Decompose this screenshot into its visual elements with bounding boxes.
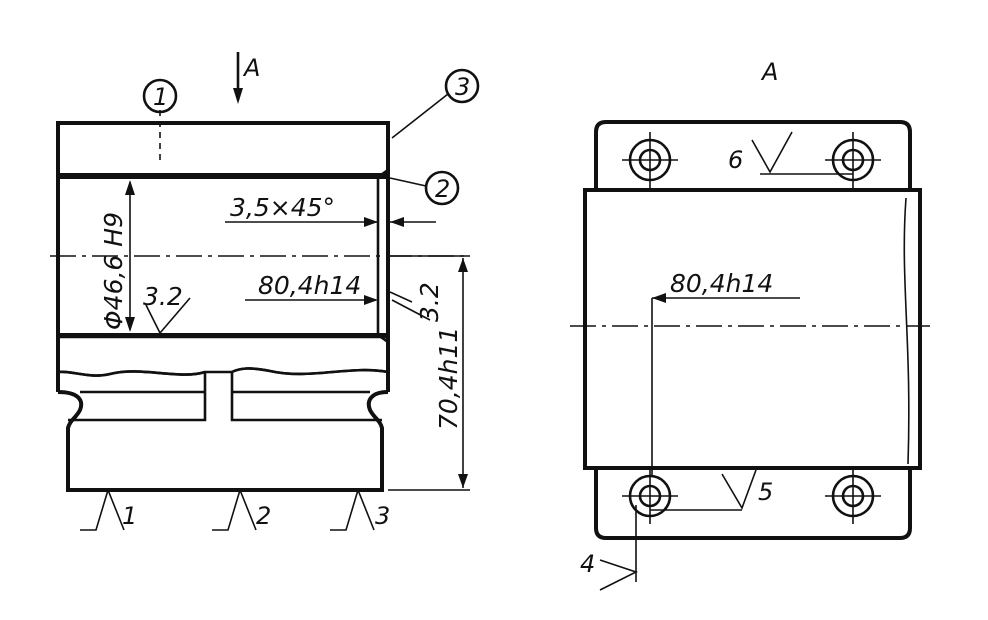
balloon-2 (424, 170, 460, 206)
body (583, 188, 922, 470)
surface-mark-1: 1 (80, 487, 137, 531)
diameter-dimension: Φ46,6 H9 (99, 212, 128, 330)
bore-roughness: 3.2 (143, 282, 183, 311)
svg-text:3: 3 (455, 73, 470, 101)
view-a: A (570, 58, 930, 591)
svg-text:3: 3 (375, 502, 390, 530)
surface-mark-2: 2 (212, 487, 271, 531)
svg-text:5: 5 (758, 478, 773, 506)
svg-text:4: 4 (580, 550, 595, 578)
svg-text:1: 1 (153, 83, 168, 111)
length-dimension-left: 80,4h14 (258, 271, 361, 300)
svg-text:2: 2 (256, 502, 271, 530)
svg-text:1: 1 (122, 502, 137, 530)
chamfer-dimension: 3,5×45° (230, 193, 335, 222)
top-wall-hatch (56, 121, 390, 177)
height-dimension: 70,4h11 (434, 327, 463, 430)
surface-mark-3: 3 (330, 487, 390, 531)
balloon-1 (142, 78, 178, 114)
hole-bottom-left (622, 468, 678, 524)
svg-text:6: 6 (728, 146, 743, 174)
face-roughness: 3.2 (415, 282, 444, 322)
view-arrow-label: A (242, 54, 260, 82)
length-dimension-right: 80,4h14 (670, 269, 773, 298)
view-title: A (760, 58, 778, 86)
section-view: Φ46,6 H9 3.2 3,5×45° 80,4h14 3.2 70,4h11… (50, 52, 480, 531)
hole-top-right (825, 132, 881, 188)
surface-mark-4: 4 (580, 505, 639, 591)
svg-text:2: 2 (435, 175, 450, 203)
bottom-flange (594, 468, 912, 540)
hole-top-left (622, 132, 678, 188)
top-flange (594, 120, 912, 190)
base-outline (57, 390, 389, 492)
hole-bottom-right (825, 468, 881, 524)
surface-mark-6: 6 (728, 131, 853, 175)
surface-mark-5: 5 (650, 469, 773, 511)
bottom-wall-hatch (56, 335, 390, 377)
balloon-3 (444, 68, 480, 104)
